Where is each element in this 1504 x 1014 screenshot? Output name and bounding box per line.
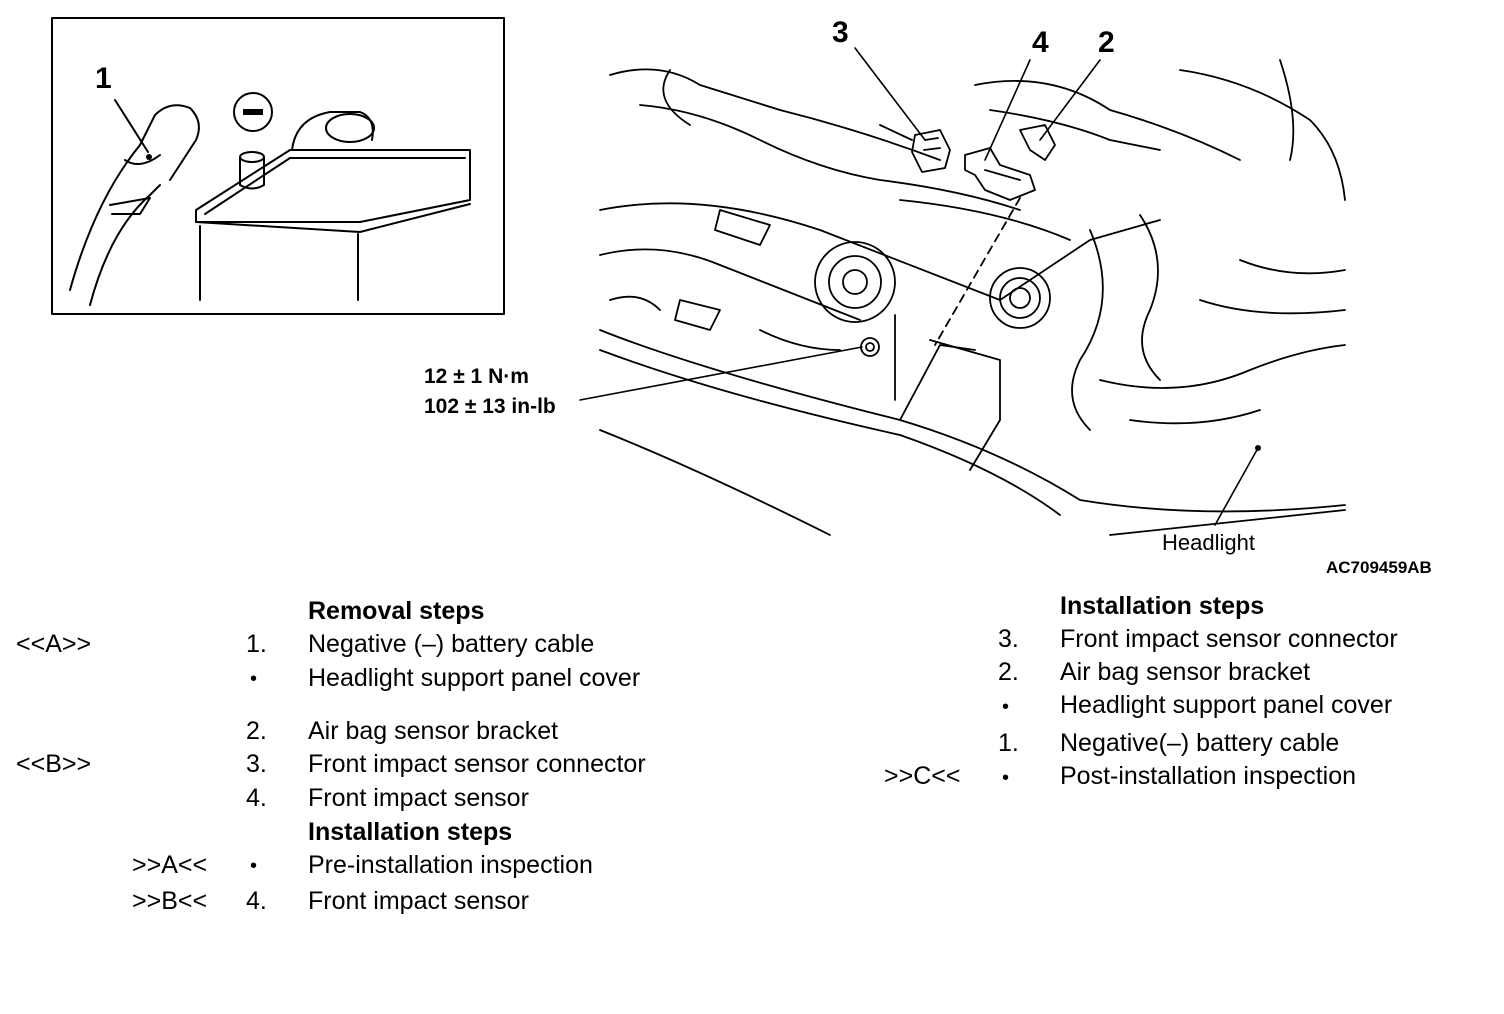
removal-steps-heading: Removal steps bbox=[308, 597, 485, 625]
removal-step-text: Front impact sensor connector bbox=[308, 750, 646, 778]
leader-2 bbox=[1039, 59, 1101, 141]
removal-step-text: Front impact sensor bbox=[308, 784, 529, 812]
installation-step-text: Air bag sensor bracket bbox=[1060, 658, 1311, 686]
leader-lines bbox=[579, 47, 1259, 526]
engine-bay-drawing bbox=[599, 59, 1346, 536]
installation-step-text: Negative(–) battery cable bbox=[1060, 729, 1340, 757]
negative-battery-cable-drawing bbox=[69, 99, 200, 306]
removal-step-text: Air bag sensor bracket bbox=[308, 717, 559, 745]
installation-step-number: 1. bbox=[998, 729, 1019, 757]
installation-steps-heading-right: Installation steps bbox=[1060, 592, 1265, 620]
callout-1: 1 bbox=[95, 62, 112, 95]
installation-step-text: Front impact sensor bbox=[308, 887, 529, 915]
negative-terminal-symbol bbox=[233, 92, 273, 132]
callout-2: 2 bbox=[1098, 26, 1115, 59]
installation-step-number: 3. bbox=[998, 625, 1019, 653]
installation-step-text: Front impact sensor connector bbox=[1060, 625, 1398, 653]
removal-ref: <<B>> bbox=[16, 750, 92, 778]
installation-steps-heading: Installation steps bbox=[308, 818, 513, 846]
removal-step-number: 1. bbox=[246, 630, 267, 658]
headlight-label: Headlight bbox=[1162, 530, 1255, 555]
removal-step-number: 3. bbox=[246, 750, 267, 778]
minus-bar bbox=[243, 109, 263, 115]
installation-ref: >>A<< bbox=[132, 851, 208, 879]
installation-step-text: Headlight support panel cover bbox=[1060, 691, 1393, 719]
removal-step-number: 4. bbox=[246, 784, 267, 812]
leader-torque bbox=[579, 346, 863, 401]
installation-step-text: Pre-installation inspection bbox=[308, 851, 593, 879]
battery-drawing bbox=[195, 111, 471, 301]
installation-step-number: 4. bbox=[246, 887, 267, 915]
removal-step-number: 2. bbox=[246, 717, 267, 745]
installation-step-bullet: • bbox=[1002, 696, 1010, 718]
callout-4: 4 bbox=[1032, 26, 1049, 59]
leader-headlight bbox=[1214, 447, 1259, 526]
torque-spec-metric: 12 ± 1 N·m bbox=[424, 365, 529, 388]
installation-step-number: 2. bbox=[998, 658, 1019, 686]
installation-step-text: Post-installation inspection bbox=[1060, 762, 1356, 790]
removal-step-text: Headlight support panel cover bbox=[308, 664, 641, 692]
leader-3 bbox=[854, 47, 926, 141]
installation-ref: >>C<< bbox=[884, 762, 961, 790]
removal-step-bullet: • bbox=[250, 668, 258, 690]
installation-ref: >>B<< bbox=[132, 887, 208, 915]
battery-inset-frame bbox=[51, 17, 505, 315]
installation-step-bullet: • bbox=[1002, 767, 1010, 789]
removal-step-text: Negative (–) battery cable bbox=[308, 630, 595, 658]
callout-3: 3 bbox=[832, 16, 849, 49]
leader-4 bbox=[984, 59, 1031, 161]
installation-step-bullet: • bbox=[250, 855, 258, 877]
torque-spec-imperial: 102 ± 13 in-lb bbox=[424, 395, 556, 418]
removal-ref: <<A>> bbox=[16, 630, 92, 658]
figure-code: AC709459AB bbox=[1326, 558, 1432, 577]
